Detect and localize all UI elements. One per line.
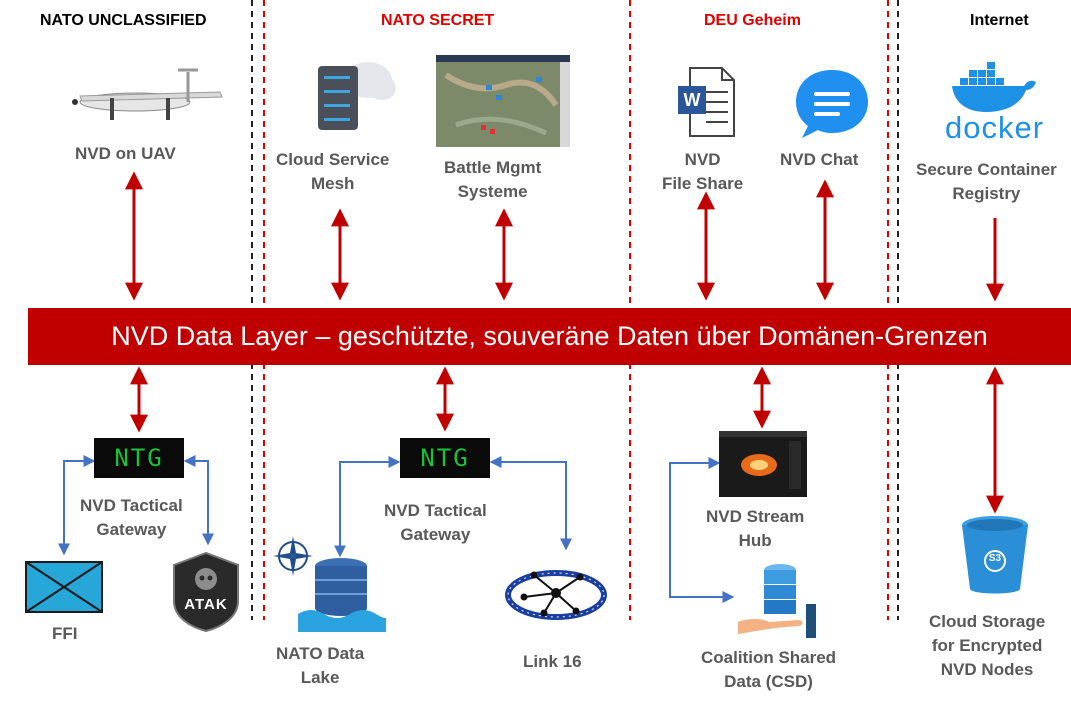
- docker-wordmark: docker: [945, 110, 1045, 145]
- domain-header-secret: NATO SECRET: [381, 12, 495, 29]
- word-document-icon: W: [678, 67, 735, 137]
- docker-whale-icon: [952, 62, 1036, 112]
- domain-header-unclassified: NATO UNCLASSIFIED: [40, 12, 207, 29]
- chat-label: NVD Chat: [780, 150, 859, 169]
- stream-hub-icon: [719, 431, 807, 497]
- connector-gateway1-ffi: [58, 455, 96, 556]
- domain-header-internet: Internet: [970, 12, 1029, 29]
- connector-gateway2-link16: [489, 456, 572, 551]
- uav-icon: [72, 68, 223, 120]
- uav-label: NVD on UAV: [75, 144, 176, 163]
- battle-map-icon: [436, 55, 570, 147]
- s3-bucket-icon: [962, 516, 1028, 594]
- connector-gateway1-atak: [183, 455, 214, 546]
- link16-network-icon: [505, 570, 607, 620]
- svg-text:W: W: [684, 90, 701, 110]
- ffi-label: FFI: [52, 624, 78, 643]
- data-layer-banner: NVD Data Layer – geschützte, souveräne D…: [28, 308, 1071, 365]
- nato-compass-icon: [273, 536, 313, 576]
- chat-icon: [796, 70, 868, 138]
- atak-shield-icon: [173, 551, 239, 633]
- domain-header-deu: DEU Geheim: [704, 12, 801, 29]
- data-lake-icon: [298, 558, 386, 632]
- ffi-envelope-icon: [25, 561, 103, 613]
- link16-label: Link 16: [523, 652, 582, 671]
- atak-badge: ATAK: [184, 596, 228, 613]
- ntg-logo-2: NTG: [400, 438, 490, 478]
- connector-gateway2-lake: [334, 456, 401, 558]
- s3-badge: S3: [988, 553, 1002, 564]
- connector-hub-csd: [669, 457, 735, 603]
- csd-hand-database-icon: [738, 564, 816, 638]
- ntg-logo-1: NTG: [94, 438, 184, 478]
- cloud-server-icon: [318, 62, 396, 130]
